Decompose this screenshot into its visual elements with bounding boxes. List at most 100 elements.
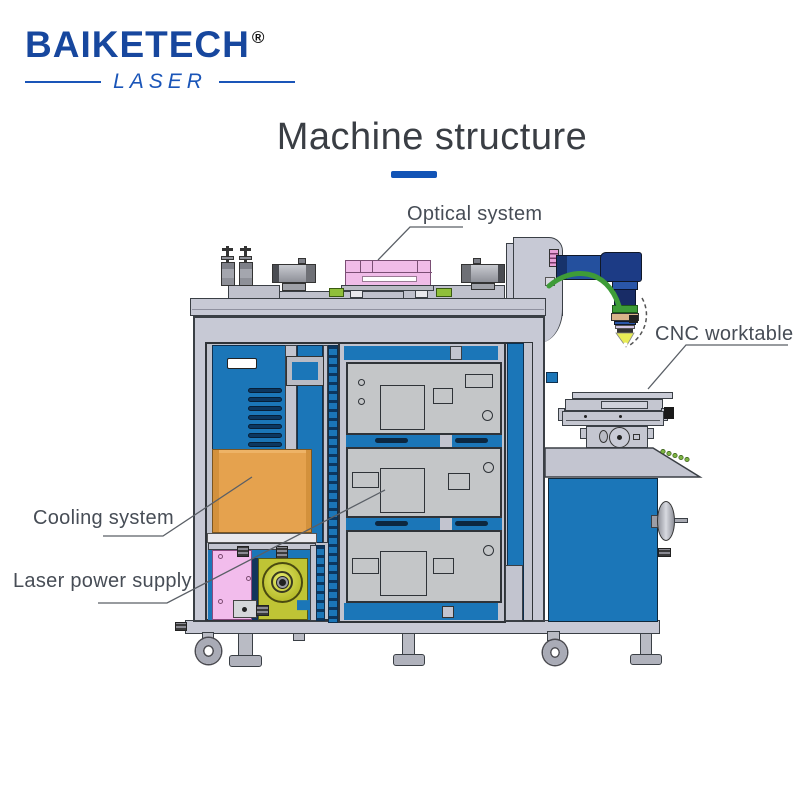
laser-nozzle-base xyxy=(617,329,633,333)
feeder-bracket-dot xyxy=(242,607,247,612)
right-gray-sliver xyxy=(524,343,532,620)
foot-stub xyxy=(293,633,305,641)
nozzle-tip-highlight xyxy=(623,342,628,347)
valve-tee xyxy=(240,248,251,251)
louver-vent xyxy=(248,388,282,393)
rotary-dial-center xyxy=(617,435,622,440)
psu-screw xyxy=(218,554,223,559)
optical-divider-3 xyxy=(417,261,418,273)
camera-mount xyxy=(471,283,495,290)
optical-divider-1 xyxy=(360,261,361,273)
module-hole-large xyxy=(483,462,494,473)
module-hole xyxy=(358,398,365,405)
foot-stem-2 xyxy=(402,633,415,655)
panel-slot xyxy=(227,358,257,369)
camera-knob xyxy=(298,258,306,264)
camera-mount xyxy=(282,283,306,291)
gap-slot xyxy=(455,521,488,526)
ccd-camera-right xyxy=(461,258,505,290)
right-bottom-panel xyxy=(505,565,523,621)
handwheel-handle xyxy=(674,518,688,523)
label-optical-system: Optical system xyxy=(407,203,543,225)
rack-top-strip xyxy=(344,346,498,360)
stage-end-block xyxy=(664,407,674,419)
worktable-shelf xyxy=(544,447,703,478)
valve-tee xyxy=(222,248,233,251)
green-pad-right xyxy=(436,288,452,297)
optical-divider-2 xyxy=(372,261,373,273)
gap-slot xyxy=(375,521,408,526)
compartment-right-slots xyxy=(316,545,325,621)
laser-head-tan-ring xyxy=(611,313,639,321)
rack-module-2 xyxy=(346,447,502,518)
valve-assembly-1 xyxy=(221,246,235,286)
foot-pad-1 xyxy=(229,655,262,667)
valve-washer xyxy=(239,256,252,260)
brand-name: BAIKETECH xyxy=(25,24,250,65)
module-connector xyxy=(352,558,379,574)
valve-stem xyxy=(244,246,247,264)
logo-right-line xyxy=(218,80,295,84)
green-pad-left xyxy=(329,288,344,297)
cooling-system-box xyxy=(212,449,312,533)
optical-hline xyxy=(346,272,432,273)
laser-nozzle-tip xyxy=(615,332,635,348)
optical-white-stripe xyxy=(362,276,417,282)
camera-body xyxy=(272,264,316,283)
module-hole-large xyxy=(482,410,493,421)
label-cooling-system: Cooling system xyxy=(33,507,174,529)
gap-slot xyxy=(375,438,408,443)
laser-arm xyxy=(556,255,606,280)
optical-system-box xyxy=(345,260,432,286)
module-connector xyxy=(433,388,453,404)
top-plate xyxy=(190,298,546,316)
base-left-fitting xyxy=(175,622,187,631)
louver-vent xyxy=(248,406,282,411)
stage-slot-line xyxy=(566,420,660,421)
worktable-top-plate xyxy=(572,392,673,399)
camera-knob xyxy=(473,258,481,264)
frame-bracket xyxy=(286,356,324,386)
right-cabinet-box xyxy=(548,478,658,622)
module-connector xyxy=(448,473,470,490)
camera-body xyxy=(461,264,505,283)
laser-arm-elbow xyxy=(600,252,642,282)
rotary-oval xyxy=(599,430,608,443)
label-laser-power-supply: Laser power supply xyxy=(13,570,192,592)
optical-cylinder-right xyxy=(415,290,428,298)
logo-subtitle-row: LASER xyxy=(25,70,295,94)
module-panel xyxy=(380,468,425,513)
rack-module-3 xyxy=(346,530,502,603)
compartment-top-rail xyxy=(208,543,316,550)
wall-connector xyxy=(546,372,558,383)
ccd-camera-left xyxy=(272,258,316,291)
module-panel xyxy=(380,385,425,430)
gap-divider xyxy=(440,518,452,530)
module-connector xyxy=(433,558,454,574)
psu-screw xyxy=(246,576,251,581)
registered-mark: ® xyxy=(251,28,266,47)
rack-gap-strip-1 xyxy=(346,435,502,447)
leader-cnc xyxy=(647,344,788,390)
brand-logo: BAIKETECH® xyxy=(25,24,265,66)
compartment-sill xyxy=(207,533,317,543)
foot-pad-3 xyxy=(630,654,662,665)
rotary-ear-right xyxy=(647,428,654,439)
module-panel xyxy=(380,551,427,596)
rack-gap-strip-2 xyxy=(346,518,502,530)
handwheel-disc xyxy=(657,501,675,541)
laser-head-green-collar xyxy=(612,305,638,313)
coil-connector-1 xyxy=(237,546,249,557)
feeder-wheel-center xyxy=(279,579,286,586)
valve-washer xyxy=(221,256,234,260)
gap-divider xyxy=(440,435,452,447)
strip-connector xyxy=(442,606,454,618)
valve-assembly-2 xyxy=(239,246,253,286)
cable-port xyxy=(545,277,555,286)
label-cnc-worktable: CNC worktable xyxy=(655,323,794,345)
foot-stem-1 xyxy=(238,633,253,656)
stage-dot xyxy=(619,415,622,418)
lifting-ring-1 xyxy=(196,638,221,664)
title-underline xyxy=(391,171,437,178)
louver-vent xyxy=(248,433,282,438)
